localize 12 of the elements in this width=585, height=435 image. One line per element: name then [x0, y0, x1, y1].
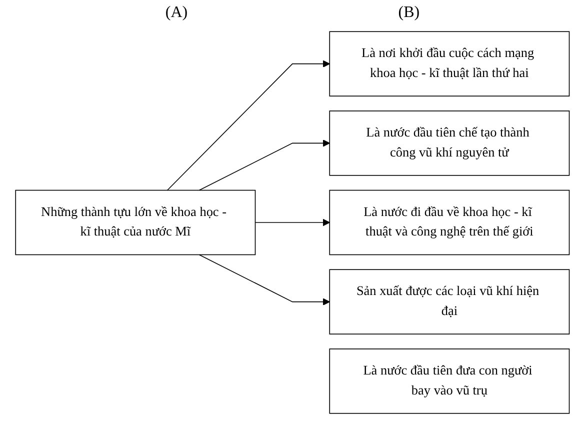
node-box: Là nước đầu tiên đưa con người bay vào vũ trụ [329, 348, 570, 414]
column-heading: (B) [398, 4, 420, 22]
arrow [198, 254, 330, 305]
arrow [166, 60, 330, 190]
node-box: Sản xuất được các loại vũ khí hiện đại [329, 268, 570, 334]
node-box: Là nước đi đầu về khoa học - kĩ thuật và công nghệ trên thế giới [329, 189, 570, 255]
node-box: Là nước đầu tiên chế tạo thành công vũ khí nguyên tử [329, 110, 570, 176]
node-box: Những thành tựu lớn về khoa học - kĩ thuật của nước Mĩ [15, 189, 256, 255]
arrow [198, 139, 330, 190]
column-heading: (A) [165, 4, 188, 22]
arrow [254, 218, 330, 226]
node-box: Là nơi khởi đầu cuộc cách mạng khoa học - kĩ thuật lần thứ hai [329, 30, 570, 96]
